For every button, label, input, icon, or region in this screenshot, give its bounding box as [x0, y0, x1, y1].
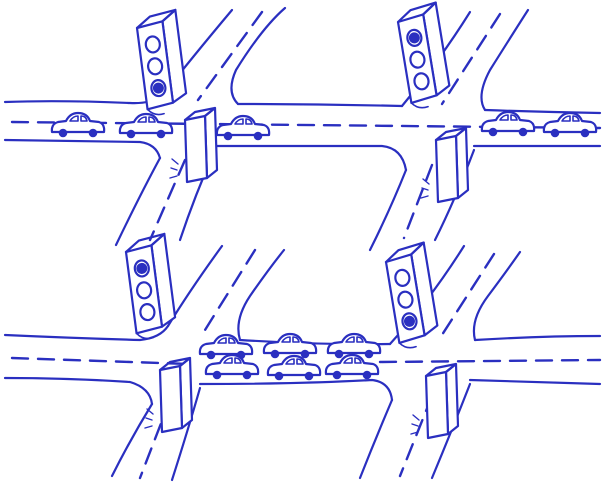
- car: [542, 111, 598, 139]
- bottom-right-signal-block: [409, 362, 460, 440]
- car: [266, 354, 322, 382]
- top-left-traffic-light: [134, 8, 190, 118]
- car: [204, 353, 260, 381]
- bottom-horizontal-road: [3, 324, 602, 406]
- car: [215, 114, 271, 142]
- car: [480, 110, 536, 138]
- bottom-panel: [3, 232, 602, 482]
- bottom-right-traffic-light: [382, 241, 441, 351]
- car: [324, 353, 380, 381]
- bottom-left-signal-block: [143, 356, 194, 434]
- top-panel: [3, 1, 602, 252]
- bottom-left-traffic-light: [123, 232, 179, 342]
- car: [50, 111, 106, 139]
- top-left-signal-block: [168, 106, 219, 184]
- top-right-traffic-light: [394, 1, 453, 111]
- top-right-signal-block: [419, 126, 470, 204]
- car: [262, 332, 318, 360]
- car: [118, 112, 174, 140]
